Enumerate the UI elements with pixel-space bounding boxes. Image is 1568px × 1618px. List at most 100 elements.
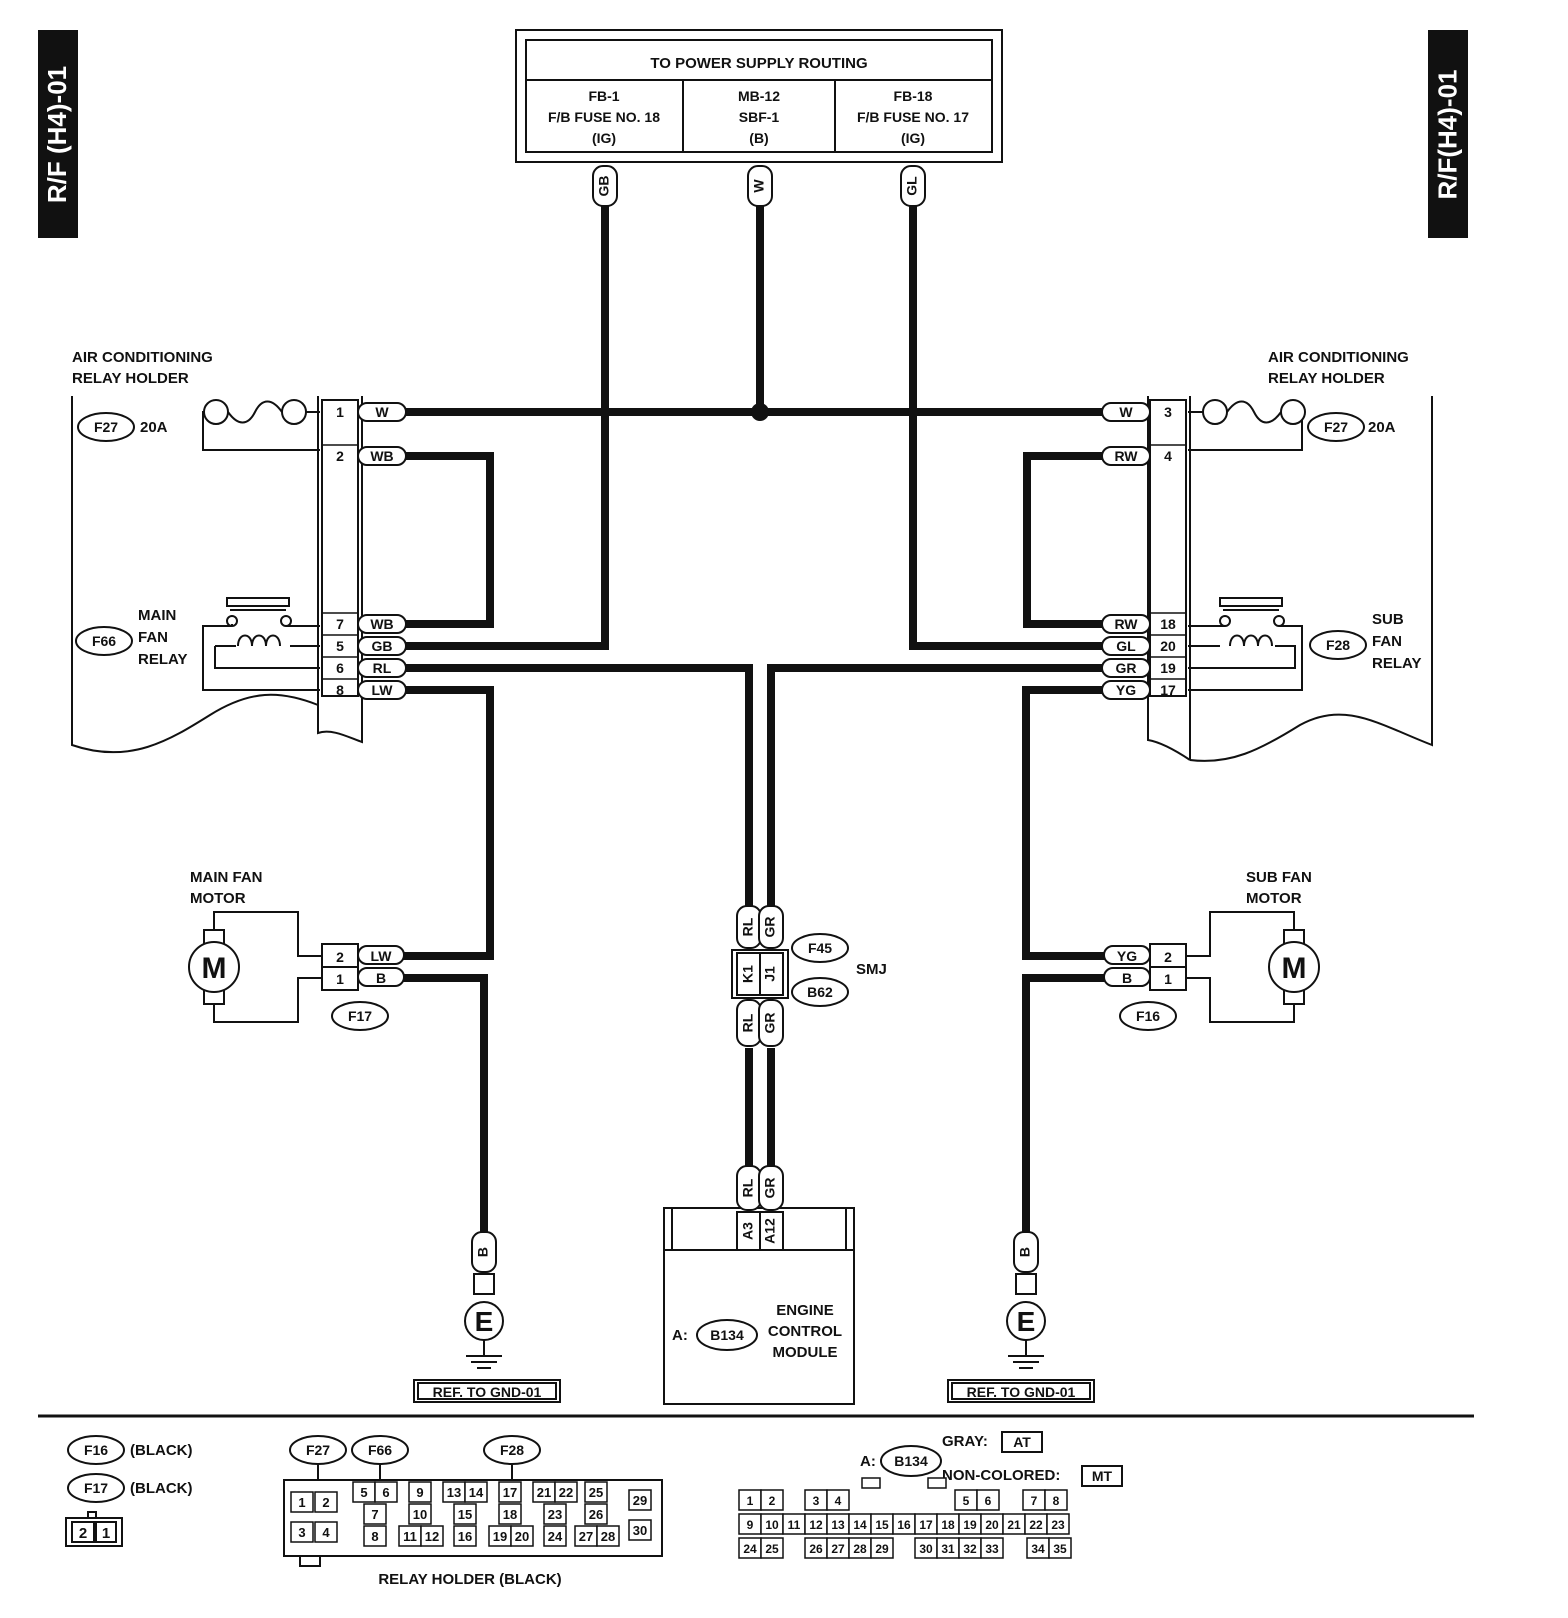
left-wire-wb: WB — [370, 448, 393, 464]
engine-control-module: RL GR A3 A12 A: B134 ENGINE CONTROL MODU… — [663, 1165, 855, 1405]
legend-relay-f28: F28 — [500, 1442, 524, 1458]
legend-ecm-pin: 30 — [919, 1542, 933, 1556]
right-wire-w: W — [1119, 404, 1133, 420]
ecm-wire-gr: GR — [762, 1178, 778, 1199]
legend-ecm-pin: 14 — [853, 1518, 867, 1532]
sub-motor-wire-b: B — [1122, 970, 1132, 986]
legend-relay-pin: 30 — [633, 1523, 647, 1538]
legend-ecm-pin: 27 — [831, 1542, 845, 1556]
legend-relay-pin: 27 — [579, 1529, 593, 1544]
ps-col2-line1: MB-12 — [738, 88, 780, 104]
right-pin-20: 20 — [1160, 638, 1176, 654]
right-relay-connector: F28 — [1326, 637, 1350, 653]
ecm-pin-a3: A3 — [740, 1222, 756, 1240]
left-wire-w: W — [375, 404, 389, 420]
legend-relay-pin: 12 — [425, 1529, 439, 1544]
left-fuse-rating: 20A — [140, 419, 168, 436]
legend-relay-f66: F66 — [368, 1442, 392, 1458]
smj-f45-badge — [791, 933, 849, 963]
ps-col3-line2: F/B FUSE NO. 17 — [857, 109, 969, 125]
ground-right: B E REF. TO GND-01 — [947, 1231, 1095, 1403]
main-fan-motor-m: M — [202, 952, 227, 985]
left-pin-1: 1 — [336, 404, 344, 420]
ground-left-ref: REF. TO GND-01 — [433, 1384, 542, 1400]
legend-ecm-pin: 24 — [743, 1542, 757, 1556]
left-holder-title-2: RELAY HOLDER — [72, 370, 189, 387]
legend-ecm-pin: 9 — [747, 1518, 754, 1532]
smj-label: SMJ — [856, 961, 887, 978]
right-holder-title-1: AIR CONDITIONING — [1268, 349, 1409, 366]
legend-ecm-pin: 32 — [963, 1542, 977, 1556]
legend-relay-pin: 1 — [298, 1495, 305, 1510]
smj-top-wire-gr: GR — [762, 917, 778, 938]
legend-relay-f27: F27 — [306, 1442, 330, 1458]
legend-relay-pin: 23 — [548, 1507, 562, 1522]
smj-b62-badge — [791, 977, 849, 1007]
right-wire-tag — [1101, 680, 1151, 700]
left-pin-8: 8 — [336, 682, 344, 698]
left-wire-tag — [357, 614, 407, 634]
legend-ecm-pin: 12 — [809, 1518, 823, 1532]
legend-ecm-pin: 11 — [788, 1518, 801, 1532]
legend-f17: F17 — [84, 1480, 108, 1496]
legend-ecm-pin: 31 — [941, 1542, 955, 1556]
left-wire-lw: LW — [372, 682, 394, 698]
legend-ecm-pin: 1 — [747, 1494, 754, 1508]
smj-junction: RL GR K1 J1 RL GR F45 B62 SMJ — [731, 905, 887, 1047]
legend-ecm-pin: 5 — [963, 1494, 970, 1508]
main-motor-wire-lw: LW — [371, 948, 393, 964]
legend-relay-pin: 21 — [537, 1485, 551, 1500]
left-relay-connector: F66 — [92, 633, 116, 649]
legend-f17-color: (BLACK) — [130, 1480, 192, 1497]
legend-relay-pin: 14 — [469, 1485, 484, 1500]
left-wire-gb: GB — [372, 638, 393, 654]
left-wire-tag — [357, 680, 407, 700]
ps-col3-line1: FB-18 — [894, 88, 933, 104]
left-wire-tag — [357, 636, 407, 656]
page-tag-left: R/F (H4)-01 — [38, 30, 78, 238]
legend-ecm-pin: 3 — [813, 1494, 820, 1508]
wire-tag-gb: GB — [592, 165, 618, 207]
legend-relay-pin: 2 — [322, 1495, 329, 1510]
main-fan-motor-title-2: MOTOR — [190, 890, 246, 907]
right-relay-label-3: RELAY — [1372, 655, 1421, 672]
ecm-prefix: A: — [672, 1327, 688, 1344]
legend-ecm-pin: 16 — [897, 1518, 911, 1532]
legend-f16-color: (BLACK) — [130, 1442, 192, 1459]
legend-relay-pin: 9 — [416, 1485, 423, 1500]
ps-col1-line3: (IG) — [592, 130, 616, 146]
legend-relay-pin: 22 — [559, 1485, 573, 1500]
left-relay-holder: AIR CONDITIONING RELAY HOLDER F27 20A F6… — [71, 349, 363, 754]
sub-motor-wire-yg: YG — [1117, 948, 1137, 964]
legend-relay-pin: 6 — [382, 1485, 389, 1500]
legend-relay-pin: 7 — [371, 1507, 378, 1522]
ground-left: B E REF. TO GND-01 — [413, 1231, 561, 1403]
ecm-pin-a12: A12 — [762, 1218, 778, 1244]
legend-relay-pin: 25 — [589, 1485, 603, 1500]
smj-terminal-j1: J1 — [762, 966, 778, 982]
ps-col2-line3: (B) — [749, 130, 768, 146]
legend-b134-prefix: A: — [860, 1453, 876, 1470]
wire-tag-gl: GL — [900, 165, 926, 207]
ps-col1-line2: F/B FUSE NO. 18 — [548, 109, 660, 125]
wires — [372, 205, 1144, 1245]
sub-fan-motor-title-1: SUB FAN — [1246, 869, 1312, 886]
main-fan-motor-symbol — [188, 941, 240, 993]
ps-col3-line3: (IG) — [901, 130, 925, 146]
ecm-connector: B134 — [710, 1327, 744, 1343]
ground-right-wire: B — [1017, 1247, 1033, 1257]
legend-ecm-pin: 18 — [941, 1518, 955, 1532]
sub-fan-motor-title-2: MOTOR — [1246, 890, 1302, 907]
right-wire-rw: RW — [1114, 616, 1138, 632]
legend-ecm-pin: 23 — [1051, 1518, 1065, 1532]
right-wire-tag — [1101, 446, 1151, 466]
sub-motor-pin-2: 2 — [1164, 949, 1172, 965]
left-relay-label-3: RELAY — [138, 651, 187, 668]
smj-bottom-wire-rl: RL — [740, 1013, 756, 1032]
left-pin-2: 2 — [336, 448, 344, 464]
main-motor-pin-1: 1 — [336, 971, 344, 987]
ground-right-e: E — [1017, 1306, 1036, 1337]
